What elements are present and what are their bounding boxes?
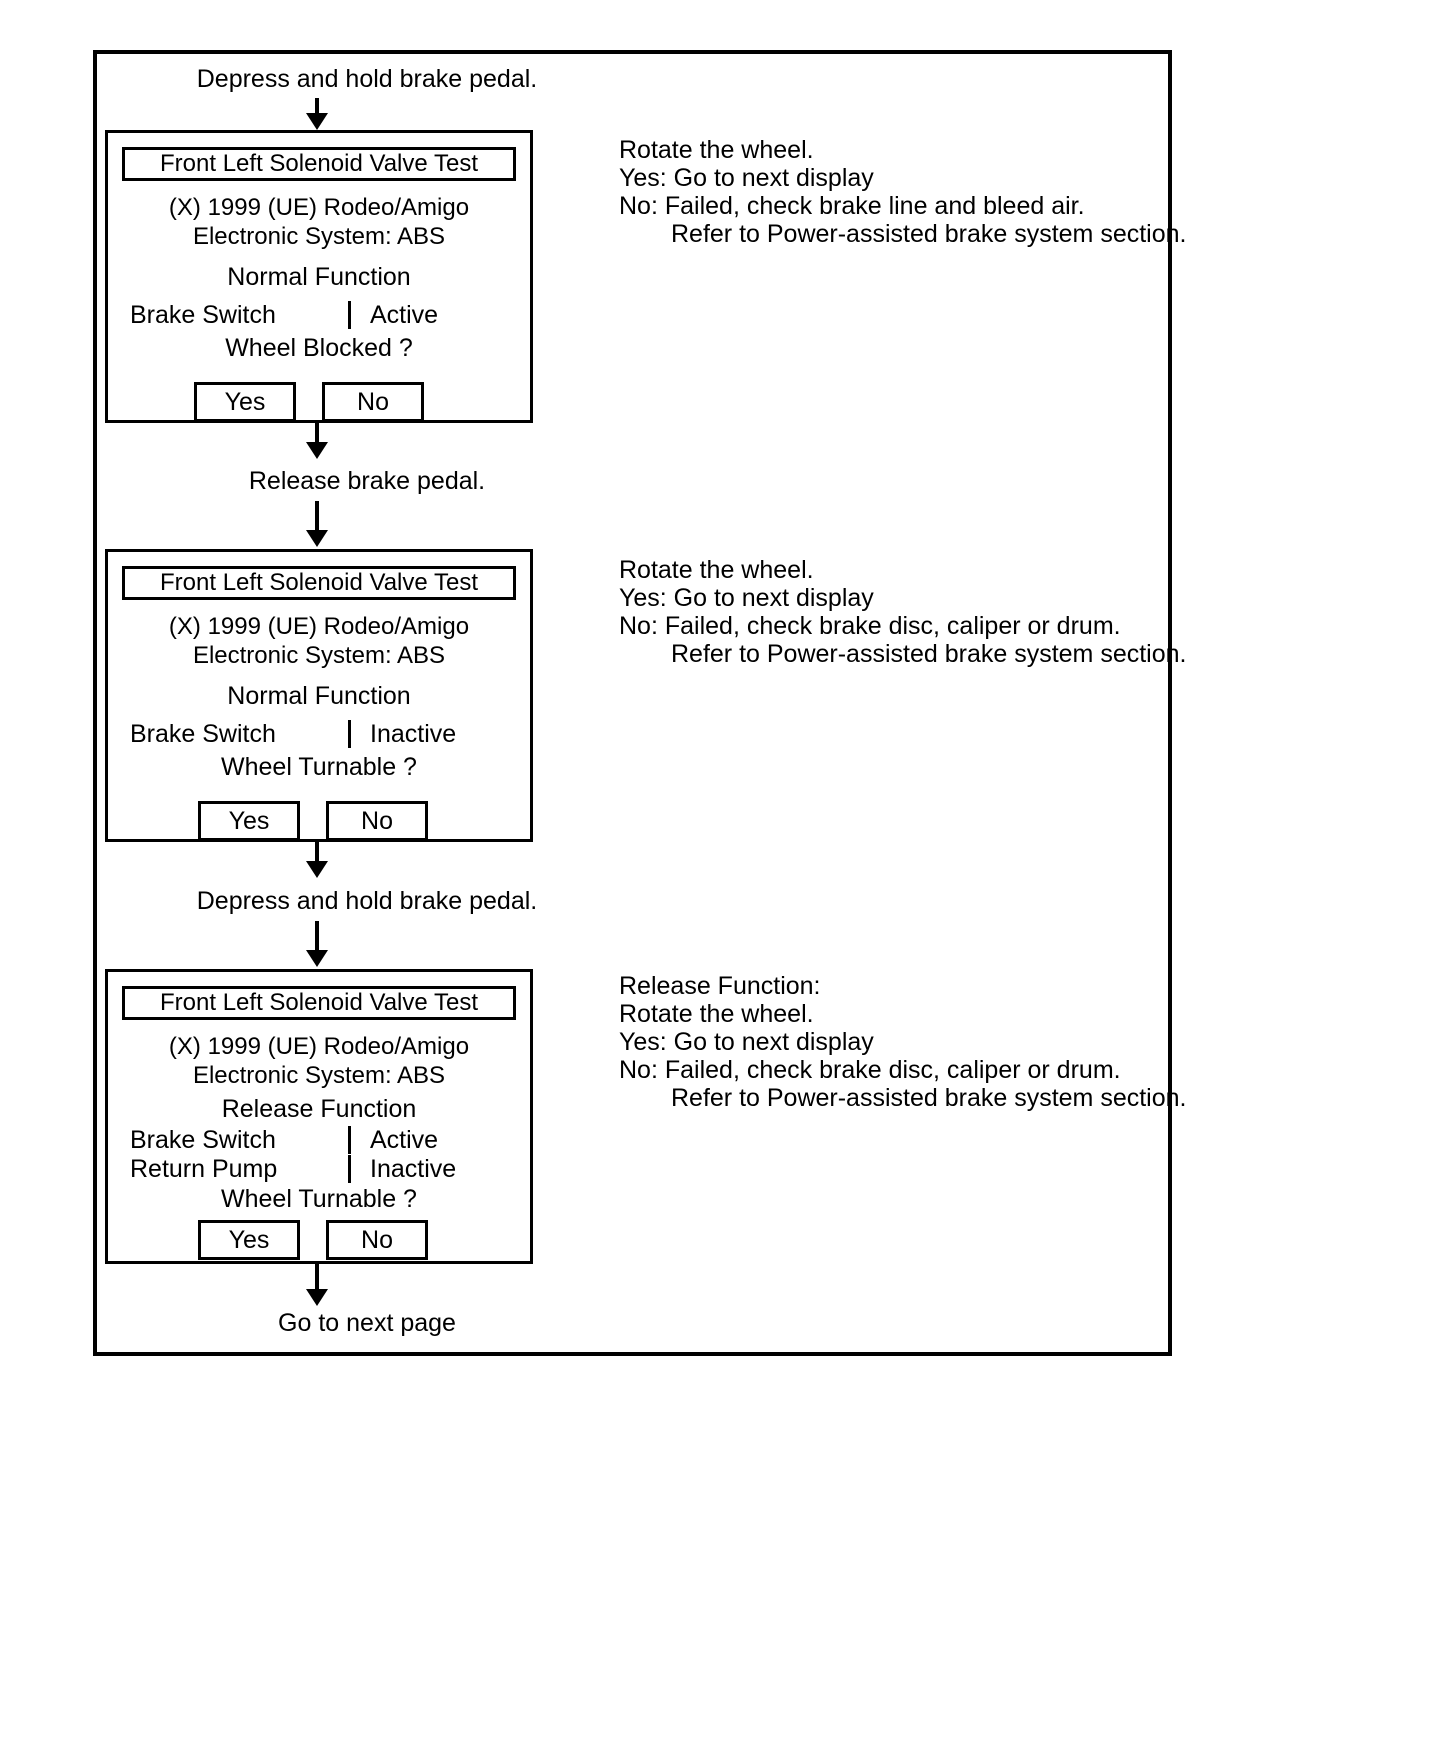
display-2-status-row-1: Brake Switch Inactive [108,719,530,749]
note-2-line-1: Rotate the wheel. [619,556,814,584]
note-3-line-4: Refer to Power-assisted brake system sec… [671,1084,1187,1112]
display-3-status-row-2: Return Pump Inactive [108,1154,530,1184]
note-3-line-3: No: Failed, check brake disc, caliper or… [619,1056,1121,1084]
note-1-line-3: No: Failed, check brake line and bleed a… [619,192,1085,220]
display-1-status-row-1: Brake Switch Active [108,300,530,330]
flow-arrow-3 [306,501,328,547]
display-2-no-button[interactable]: No [326,801,428,841]
flow-arrow-4 [306,842,328,878]
flow-caption-release-pedal: Release brake pedal. [248,467,486,495]
note-3-line-1: Rotate the wheel. [619,1000,814,1028]
display-1-status-value-1: Active [370,301,439,329]
flow-caption-depress-hold-1: Depress and hold brake pedal. [196,65,538,93]
display-panel-3: Front Left Solenoid Valve Test (X) 1999 … [105,969,533,1264]
flow-caption-go-to-next-page: Go to next page [278,1309,456,1337]
display-1-status-divider-1 [348,301,351,329]
display-3-status-label-2: Return Pump [130,1155,278,1183]
display-3-vehicle: (X) 1999 (UE) Rodeo/Amigo [168,1033,470,1060]
display-1-system: Electronic System: ABS [192,223,446,250]
flowchart-column: Depress and hold brake pedal. Front Left… [97,54,637,1352]
display-3-yes-button[interactable]: Yes [198,1220,300,1260]
note-3-line-0: Release Function: [619,972,821,1000]
display-1-mode: Normal Function [227,263,411,291]
display-1-no-button[interactable]: No [322,382,424,422]
note-2-line-4: Refer to Power-assisted brake system sec… [671,640,1187,668]
display-2-yes-button[interactable]: Yes [198,801,300,841]
display-3-status-row-1: Brake Switch Active [108,1125,530,1155]
flow-arrow-6 [306,1264,328,1306]
note-1-line-4: Refer to Power-assisted brake system sec… [671,220,1187,248]
note-2-line-2: Yes: Go to next display [619,584,874,612]
note-block-2: Rotate the wheel. Yes: Go to next displa… [619,556,1186,668]
flow-arrow-5 [306,921,328,967]
flow-arrow-1 [306,98,328,130]
display-2-mode: Normal Function [227,682,411,710]
display-2-status-label-1: Brake Switch [130,720,276,748]
display-3-status-label-1: Brake Switch [130,1126,276,1154]
display-2-vehicle: (X) 1999 (UE) Rodeo/Amigo [168,613,470,640]
note-2-line-3: No: Failed, check brake disc, caliper or… [619,612,1121,640]
display-2-question: Wheel Turnable ? [221,753,417,781]
note-block-3: Release Function: Rotate the wheel. Yes:… [619,972,1186,1112]
flow-arrow-2 [306,423,328,459]
display-1-title: Front Left Solenoid Valve Test [122,147,516,181]
page-border: Depress and hold brake pedal. Front Left… [93,50,1186,1356]
display-3-mode: Release Function [221,1095,417,1123]
display-3-status-value-1: Active [370,1126,439,1154]
note-1-line-1: Rotate the wheel. [619,136,814,164]
display-1-yes-button[interactable]: Yes [194,382,296,422]
display-1-vehicle: (X) 1999 (UE) Rodeo/Amigo [168,194,470,221]
display-3-no-button[interactable]: No [326,1220,428,1260]
display-2-title: Front Left Solenoid Valve Test [122,566,516,600]
display-1-question: Wheel Blocked ? [225,334,413,362]
display-3-question: Wheel Turnable ? [221,1185,417,1213]
display-3-status-value-2: Inactive [370,1155,457,1183]
note-1-line-2: Yes: Go to next display [619,164,874,192]
display-panel-2: Front Left Solenoid Valve Test (X) 1999 … [105,549,533,842]
display-3-status-divider-2 [348,1155,351,1183]
display-3-status-divider-1 [348,1126,351,1154]
display-2-status-divider-1 [348,720,351,748]
display-1-status-label-1: Brake Switch [130,301,276,329]
display-3-system: Electronic System: ABS [192,1062,446,1089]
display-2-status-value-1: Inactive [370,720,457,748]
flow-caption-depress-hold-2: Depress and hold brake pedal. [196,887,538,915]
display-panel-1: Front Left Solenoid Valve Test (X) 1999 … [105,130,533,423]
display-2-system: Electronic System: ABS [192,642,446,669]
display-3-title: Front Left Solenoid Valve Test [122,986,516,1020]
note-3-line-2: Yes: Go to next display [619,1028,874,1056]
note-block-1: Rotate the wheel. Yes: Go to next displa… [619,136,1186,248]
